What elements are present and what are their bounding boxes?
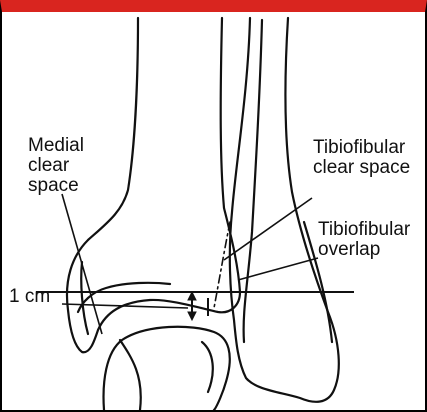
fibula-outline: [230, 18, 339, 402]
tibiofibular-overlap-label: Tibiofibular overlap: [318, 220, 410, 260]
tibiofibular-clear-space-leader: [224, 198, 312, 260]
talus-dome-line: [120, 340, 141, 410]
measure-arrowhead-top: [188, 292, 196, 300]
one-cm-label: 1 cm: [9, 287, 50, 307]
ankle-illustration: [2, 12, 425, 410]
tibiofibular-clear-space-label: Tibiofibular clear space: [313, 138, 410, 178]
talus-inner-line: [202, 342, 213, 392]
medial-clear-space-label: Medial clear space: [28, 136, 84, 196]
tibiofibular-clear-space-line: [214, 222, 230, 308]
talus-outline: [104, 327, 230, 410]
measure-arrowhead-bottom: [188, 312, 196, 320]
